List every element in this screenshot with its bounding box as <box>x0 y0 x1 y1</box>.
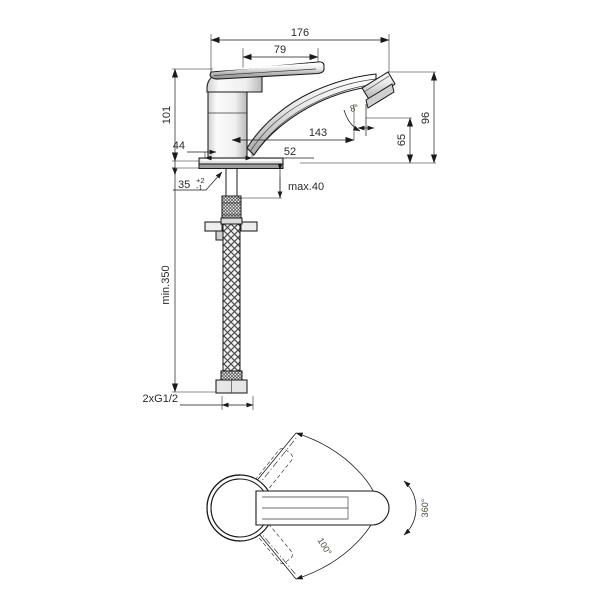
plan-view: 100° 360° <box>206 432 430 580</box>
dimension-label-101: 101 <box>161 106 173 124</box>
dimension-label-65: 65 <box>396 134 408 146</box>
dimension-label-max40: max.40 <box>288 181 324 193</box>
lever-edge <box>213 68 317 76</box>
rotation-360-symbol: 360° <box>403 480 430 536</box>
dimension-label-44: 44 <box>173 140 185 152</box>
dimension-96: 96 <box>420 71 438 164</box>
body-circle-arc-left-inner <box>210 478 241 538</box>
dimension-label-2xG12: 2xG1/2 <box>143 393 178 405</box>
dimension-176: 176 <box>210 27 390 44</box>
hose-ferrule-top <box>220 217 243 225</box>
dimension-79: 79 <box>242 44 319 61</box>
dimension-44: 44 <box>173 140 217 155</box>
flange-gasket <box>198 163 284 169</box>
dimension-65: 65 <box>396 117 414 164</box>
mounting-flange <box>198 157 284 165</box>
dimension-min350: min.350 <box>160 175 179 393</box>
dimension-2xG12: 2xG1/2 <box>143 393 254 408</box>
dimension-label-143: 143 <box>309 127 327 139</box>
flange-highlight <box>201 159 281 161</box>
body-circle-arc-left <box>206 474 241 542</box>
lever-highlight <box>212 62 318 72</box>
dimension-label-96: 96 <box>420 112 432 124</box>
spout-outlet <box>361 71 396 102</box>
dimension-101: 101 <box>161 68 179 162</box>
dimension-label-35-tol-lower: -1 <box>196 183 203 192</box>
leader-35 <box>173 171 223 191</box>
dimension-label-52: 52 <box>284 146 296 158</box>
angle-label-360: 360° <box>420 498 430 517</box>
rotation-arc-360 <box>403 480 417 536</box>
spout-highlight-1 <box>249 78 377 153</box>
angle-label-8: 8° <box>349 102 360 114</box>
dimension-143: 143 <box>231 127 355 144</box>
dimension-label-79: 79 <box>274 44 286 56</box>
dimension-label-min350: min.350 <box>160 265 172 304</box>
dimension-label-176: 176 <box>291 27 309 39</box>
lever-handle <box>209 61 325 80</box>
dimension-label-35-tol-upper: +2 <box>196 176 205 185</box>
angle-8-degrees: 8° <box>343 102 375 136</box>
dimension-35-tolerance: 35 +2 -1 <box>172 154 223 192</box>
hose-ferrule-bottom <box>220 370 243 381</box>
dimension-label-35: 35 <box>178 179 190 191</box>
dimension-max40: max.40 <box>237 163 324 199</box>
dimension-52: 52 <box>204 146 314 161</box>
braided-hose <box>222 221 241 375</box>
side-elevation-view: 176 79 101 44 52 143 <box>143 27 438 410</box>
aerator <box>365 83 395 109</box>
